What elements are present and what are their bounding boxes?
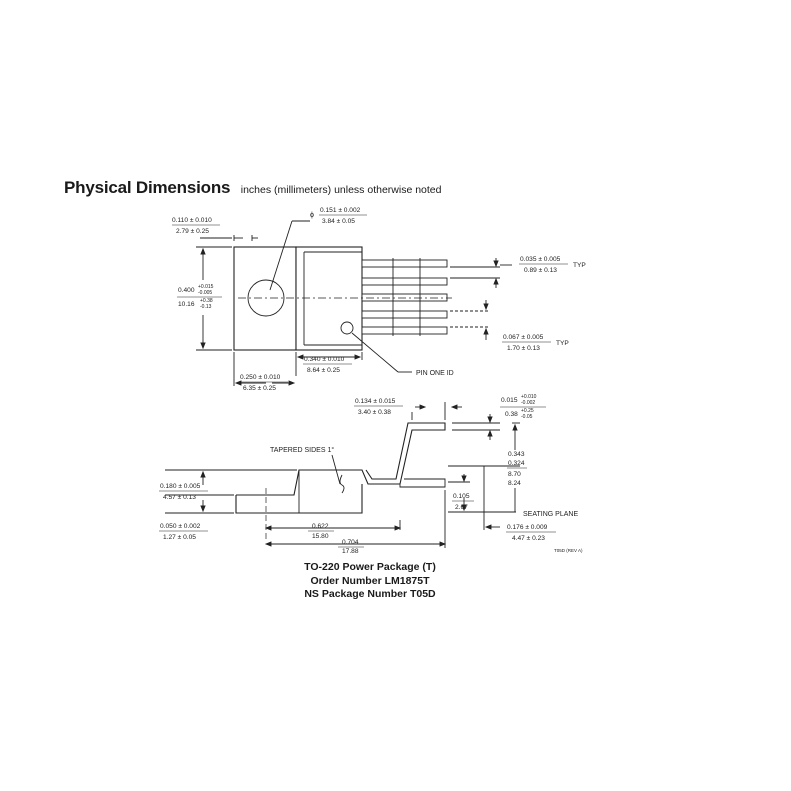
- svg-text:-0.05: -0.05: [521, 414, 533, 420]
- section-title: Physical Dimensions: [64, 178, 231, 197]
- dim-len1-mm: 15.80: [312, 533, 329, 540]
- package-body: [295, 246, 363, 351]
- typ-label-2: TYP: [556, 340, 569, 347]
- phi-symbol: ϕ: [310, 212, 314, 219]
- svg-text:+0.010: +0.010: [521, 394, 537, 400]
- side-view: [165, 402, 520, 548]
- dim-seat-in: 0.105: [453, 493, 470, 500]
- dim-tab-width-mm: 6.35 ± 0.25: [243, 385, 276, 392]
- pin-one-label: PIN ONE ID: [416, 370, 454, 377]
- typ-label-1: TYP: [573, 262, 586, 269]
- dim-lead-offset-in1: 0.343: [508, 451, 525, 458]
- dim-lead-offset-in2: 0.324: [508, 460, 525, 467]
- dim-seat-mm: 2.67: [455, 504, 468, 511]
- dim-height-in: 0.400: [178, 287, 195, 294]
- caption-line-1: TO-220 Power Package (T): [304, 561, 436, 573]
- dim-lead-offset-mm2: 8.24: [508, 480, 521, 487]
- dim-height-mm: 10.16: [178, 301, 195, 308]
- dim-lead-pitch-mm: 1.70 ± 0.13: [507, 345, 540, 352]
- dim-lead-pitch-in: 0.067 ± 0.005: [503, 334, 544, 341]
- caption-line-3: NS Package Number T05D: [304, 588, 436, 600]
- package-caption: TO-220 Power Package (T) Order Number LM…: [240, 561, 500, 602]
- drawing-code: T05D (REV A): [554, 548, 583, 553]
- heatsink-tab: [233, 246, 297, 351]
- dim-body-width-mm: 8.64 ± 0.25: [307, 367, 340, 374]
- dim-len2-mm: 17.88: [342, 548, 359, 555]
- pin-one-marker: [340, 321, 354, 335]
- seating-plane-label: SEATING PLANE: [523, 511, 578, 518]
- dim-lead-thk-mm: 0.38: [505, 411, 518, 418]
- dim-len2-in: 0.704: [342, 539, 359, 546]
- dim-tab-thk-in: 0.050 ± 0.002: [160, 523, 201, 530]
- mounting-hole: [247, 279, 285, 317]
- dim-tab-thk-mm: 1.27 ± 0.05: [163, 534, 196, 541]
- dim-lead-bend-in: 0.134 ± 0.015: [355, 398, 396, 405]
- dim-lead-len-mm: 4.47 ± 0.23: [512, 535, 545, 542]
- caption-line-2: Order Number LM1875T: [310, 574, 430, 587]
- svg-text:+0.015: +0.015: [198, 284, 214, 290]
- section-subtitle: inches (millimeters) unless otherwise no…: [240, 184, 442, 196]
- dim-body-thk-in: 0.180 ± 0.005: [160, 483, 201, 490]
- dim-hole-in: 0.151 ± 0.002: [320, 207, 361, 214]
- tapered-sides-label: TAPERED SIDES 1°: [270, 446, 334, 454]
- dim-tab-offset-mm: 2.79 ± 0.25: [176, 228, 209, 235]
- dim-lead-thk-in: 0.015: [501, 397, 518, 404]
- dim-lead-width-in: 0.035 ± 0.005: [520, 256, 561, 263]
- section-header: Physical Dimensions inches (millimeters)…: [64, 178, 441, 198]
- dim-tab-offset-in: 0.110 ± 0.010: [172, 217, 212, 224]
- svg-text:-0.005: -0.005: [198, 290, 212, 296]
- dim-body-thk-mm: 4.57 ± 0.13: [163, 494, 196, 501]
- dim-lead-bend-mm: 3.40 ± 0.38: [358, 409, 391, 416]
- dim-hole-mm: 3.84 ± 0.05: [322, 218, 355, 225]
- svg-text:+0.25: +0.25: [521, 408, 534, 414]
- dim-lead-width-mm: 0.89 ± 0.13: [524, 267, 557, 274]
- dim-lead-offset-mm1: 8.70: [508, 471, 521, 478]
- top-view: [196, 220, 512, 386]
- dim-lead-len-in: 0.176 ± 0.009: [507, 524, 548, 531]
- dim-len1-in: 0.622: [312, 523, 329, 530]
- svg-text:+0.38: +0.38: [200, 298, 213, 304]
- leads: [361, 258, 448, 336]
- dim-body-width-in: 0.340 ± 0.010: [304, 356, 345, 363]
- svg-text:-0.13: -0.13: [200, 304, 212, 310]
- dim-tab-width-in: 0.250 ± 0.010: [240, 374, 281, 381]
- svg-text:-0.002: -0.002: [521, 400, 535, 406]
